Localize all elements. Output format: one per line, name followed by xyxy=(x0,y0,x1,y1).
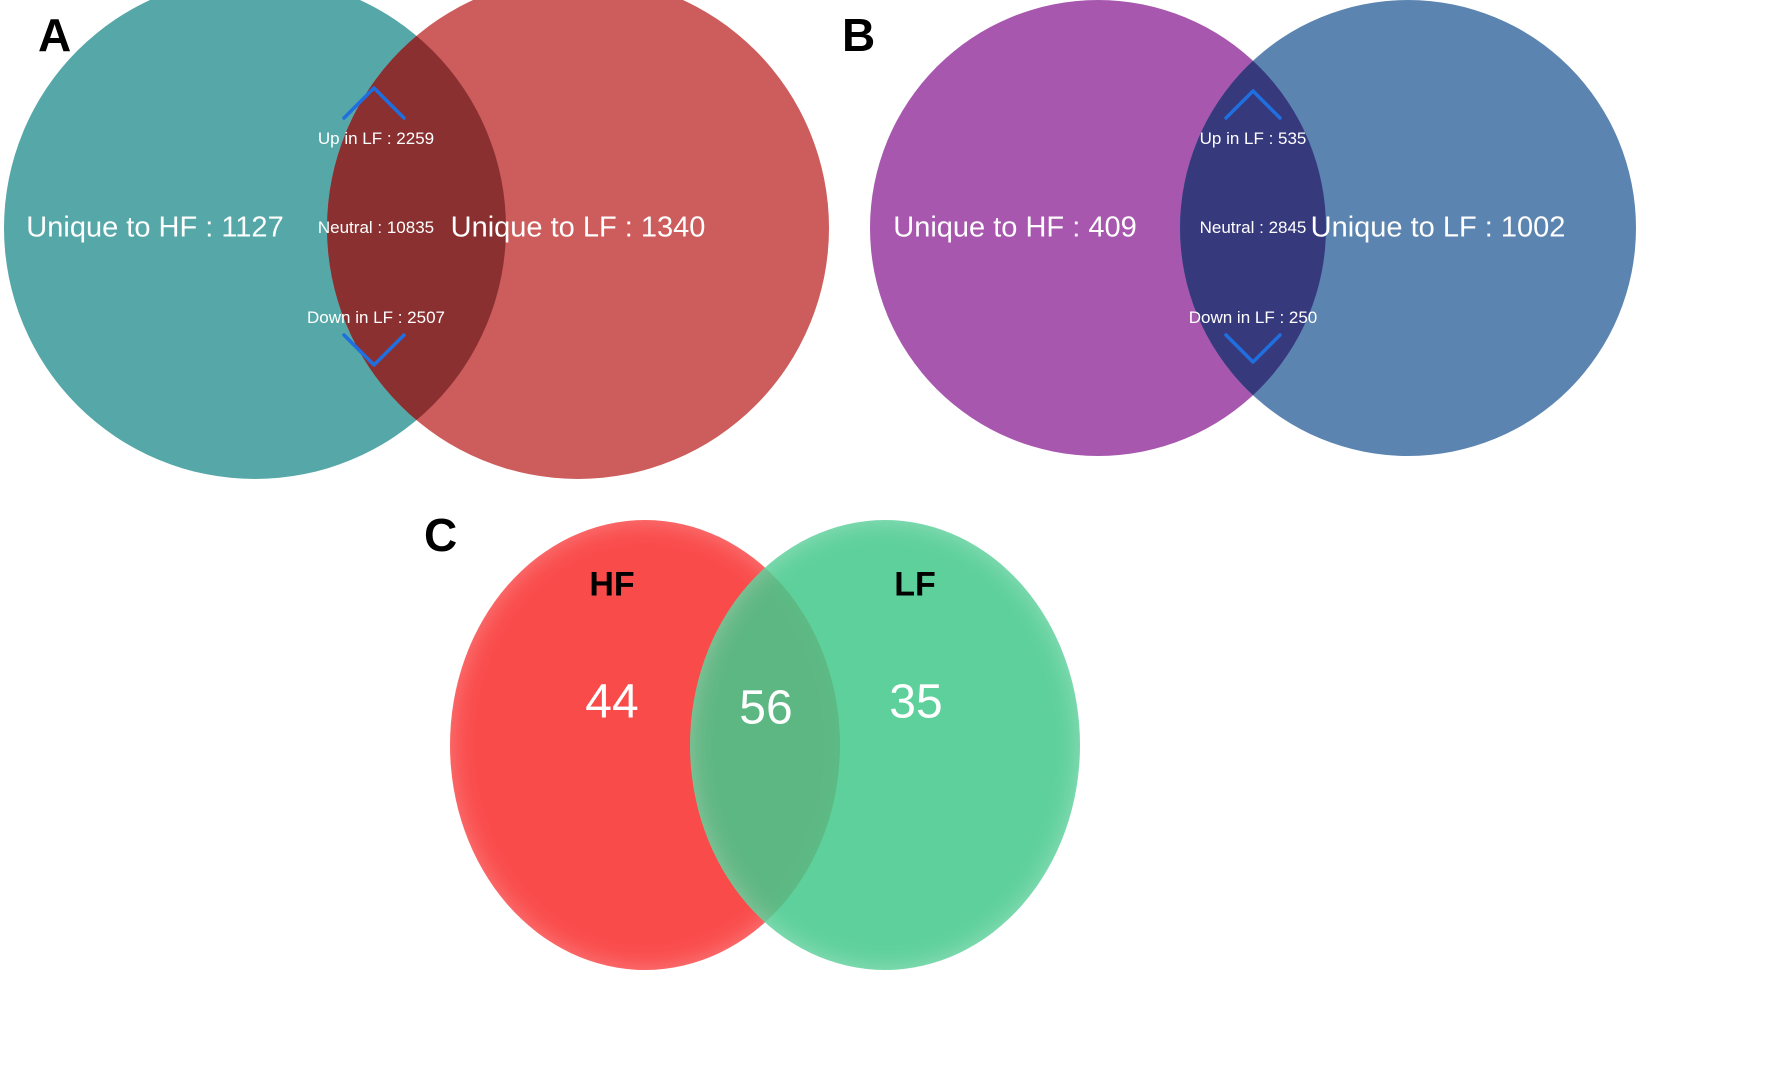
panel-c: C HF LF 44 56 35 xyxy=(400,490,1220,1080)
panel-a-venn xyxy=(0,0,840,480)
panel-b-down-label: Down in LF : 250 xyxy=(1188,308,1318,327)
panel-a-down-label: Down in LF : 2507 xyxy=(307,308,445,327)
panel-c-right-circle xyxy=(690,520,1080,970)
panel-c-right-only-value: 35 xyxy=(889,675,943,729)
panel-c-letter: C xyxy=(424,509,458,561)
panel-a-up-arrow-icon xyxy=(342,86,406,120)
panel-a-left-only-label: Unique to HF : 1127 xyxy=(26,211,284,244)
panel-a-up-label: Up in LF : 2259 xyxy=(317,129,435,148)
panel-b-letter: B xyxy=(842,9,876,61)
panel-c-left-only-value: 44 xyxy=(585,675,639,729)
panel-a-letter: A xyxy=(38,9,72,61)
panel-b-overlap xyxy=(1180,0,1326,456)
panel-c-left-set-label: HF xyxy=(589,565,635,604)
panel-b-left-only-label: Unique to HF : 409 xyxy=(893,211,1137,244)
panel-b-right-only-label: Unique to LF : 1002 xyxy=(1310,211,1566,244)
panel-b-up-arrow-icon xyxy=(1224,89,1282,120)
panel-a: A Unique to HF : 1127 Up in xyxy=(0,0,840,480)
panel-b-down-arrow-icon xyxy=(1224,333,1282,364)
panel-a-right-only-label: Unique to LF : 1340 xyxy=(450,211,706,244)
panel-b-svg xyxy=(870,0,1636,456)
panel-b: B Unique to HF : 409 Up in LF : 535 Neut… xyxy=(830,0,1670,480)
panel-a-svg xyxy=(4,0,829,479)
panel-a-down-arrow-icon xyxy=(342,333,406,367)
panel-a-overlap xyxy=(327,0,506,479)
panel-c-right-set-label: LF xyxy=(894,565,936,604)
panel-b-up-label: Up in LF : 535 xyxy=(1199,129,1307,148)
panel-b-neutral-label: Neutral : 2845 xyxy=(1199,218,1307,237)
panel-b-venn xyxy=(830,0,1670,480)
panel-a-neutral-label: Neutral : 10835 xyxy=(317,218,435,237)
panel-c-overlap-value: 56 xyxy=(739,681,793,735)
